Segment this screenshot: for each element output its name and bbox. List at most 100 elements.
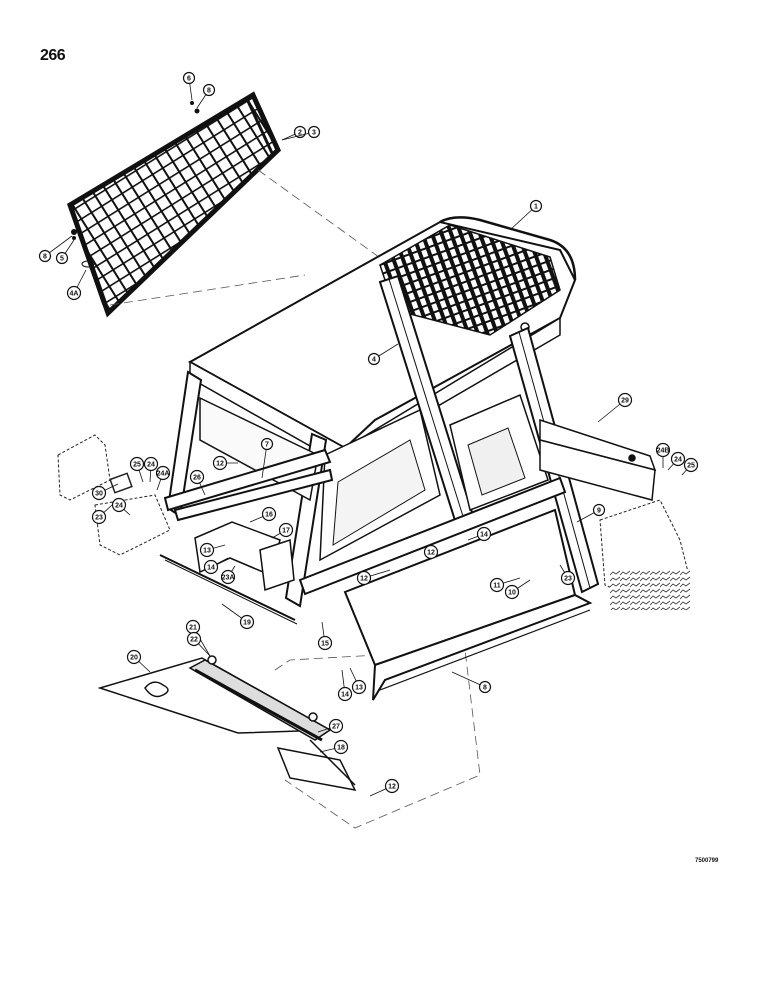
- left-fender-mount: [57, 434, 171, 556]
- callout-c-24-lower: 24: [111, 497, 131, 516]
- callout-circle: [278, 522, 294, 538]
- callout-label: 14: [480, 532, 488, 539]
- callout-c-1: 1: [509, 199, 543, 231]
- callout-label: 11: [493, 583, 501, 590]
- callout-circle: [592, 503, 606, 517]
- callout-label: 14: [207, 565, 215, 572]
- callout-label: 5: [60, 256, 64, 263]
- callout-circle: [199, 542, 215, 558]
- callout-c-22: 22: [186, 631, 211, 657]
- callout-circle: [220, 569, 236, 585]
- callout-c-23-right: 23: [559, 564, 576, 586]
- callout-circle: [186, 631, 202, 647]
- callout-label: 24A: [157, 471, 170, 478]
- lower-rails: [163, 448, 567, 596]
- callout-circle: [55, 251, 69, 265]
- callout-c-24-right: 24: [667, 451, 686, 471]
- callout-c-15: 15: [317, 621, 333, 651]
- callout-circle: [337, 686, 353, 702]
- callout-c-13-low: 13: [349, 667, 367, 695]
- callout-c-25-left: 25: [129, 456, 145, 483]
- callout-circle: [203, 559, 219, 575]
- callout-circle: [655, 442, 671, 458]
- callout-label: 19: [243, 620, 251, 627]
- callout-circle: [670, 451, 686, 467]
- callout-c-26: 26: [189, 469, 206, 496]
- callout-c-12-bottom: 12: [369, 778, 400, 797]
- callout-circle: [504, 584, 520, 600]
- left-bracket: [159, 521, 298, 625]
- front-screen: [66, 91, 282, 318]
- callout-c-23a: 23A: [220, 565, 236, 585]
- callout-c-18: 18: [319, 739, 349, 755]
- callout-circle: [202, 83, 216, 97]
- bottom-plate: [97, 655, 333, 742]
- callout-label: 6: [187, 76, 191, 83]
- callout-circle: [66, 285, 82, 301]
- callout-label: 23: [95, 515, 103, 522]
- side-panels: [199, 393, 657, 562]
- callout-label: 12: [388, 784, 396, 791]
- callout-circle: [328, 718, 344, 734]
- callout-label: 7: [265, 442, 269, 449]
- callout-circle: [478, 680, 492, 694]
- callout-label: 24: [674, 457, 682, 464]
- callout-c-2: 2: [281, 125, 307, 141]
- front-panel: [343, 508, 593, 701]
- callout-c-25-right: 25: [681, 457, 699, 476]
- callout-c-14-left: 14: [203, 557, 229, 575]
- callout-label: 29: [621, 398, 629, 405]
- callout-c-23-left: 23: [91, 504, 113, 525]
- callout-label: 12: [427, 550, 435, 557]
- callout-circle: [182, 71, 196, 85]
- callout-c-8-top: 8: [196, 83, 216, 109]
- callout-label: 12: [360, 576, 368, 583]
- callout-circle: [367, 352, 381, 366]
- callout-circle: [333, 739, 349, 755]
- callout-label: 23A: [222, 575, 235, 582]
- seal-strip: [276, 739, 357, 792]
- callout-label: 14: [341, 692, 349, 699]
- callout-c-16: 16: [249, 506, 277, 523]
- right-fender-mount: [599, 499, 691, 610]
- page-number: 266: [40, 47, 66, 64]
- callout-label: 8: [43, 254, 47, 261]
- callout-c-14-mid: 14: [467, 526, 492, 542]
- callout-c-14-low: 14: [337, 669, 353, 702]
- callout-label: 20: [130, 655, 138, 662]
- callout-label: 27: [332, 724, 340, 731]
- callout-circle: [155, 465, 171, 481]
- callout-circle: [260, 437, 274, 451]
- callout-c-3: 3: [281, 125, 321, 141]
- callout-label: 30: [95, 491, 103, 498]
- drawing-number: 7500799: [695, 858, 719, 864]
- callout-c-8-left: 8: [38, 235, 73, 263]
- callout-c-12-mid: 12: [423, 544, 439, 560]
- callout-label: 1: [534, 204, 538, 211]
- callout-c-12-upper: 12: [212, 455, 238, 471]
- callout-circle: [91, 509, 107, 525]
- callout-c-9: 9: [576, 503, 606, 523]
- callout-label: 8: [483, 685, 487, 692]
- callout-c-29: 29: [597, 392, 633, 423]
- callout-label: 24: [147, 462, 155, 469]
- callout-circle: [111, 497, 127, 513]
- callout-circle: [143, 456, 159, 472]
- callout-circle: [129, 456, 145, 472]
- callout-label: 4A: [70, 291, 79, 298]
- callout-label: 23: [564, 576, 572, 583]
- callout-label: 24B: [657, 448, 670, 455]
- callout-c-13: 13: [199, 542, 226, 558]
- callout-c-17: 17: [271, 522, 294, 539]
- callout-c-24-left: 24: [143, 456, 159, 483]
- callout-label: 17: [282, 528, 290, 535]
- callout-c-4: 4: [367, 343, 399, 366]
- callout-circle: [38, 249, 52, 263]
- callout-label: 10: [508, 590, 516, 597]
- callout-circle: [317, 635, 333, 651]
- callout-label: 4: [372, 357, 376, 364]
- callout-circle: [529, 199, 543, 213]
- callout-circle: [189, 469, 205, 485]
